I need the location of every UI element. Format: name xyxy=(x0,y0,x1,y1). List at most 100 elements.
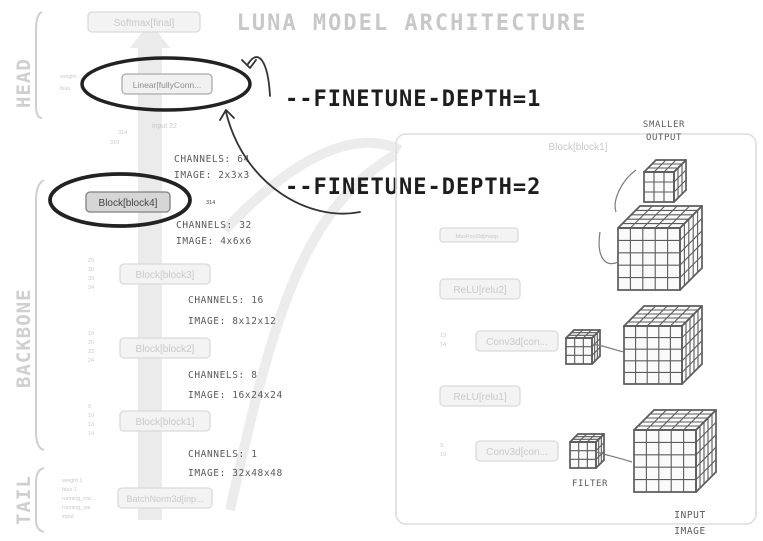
backbone-bracket xyxy=(35,179,45,451)
filter-label: FILTER xyxy=(572,479,608,489)
annotation-block3-out: CHANNELS: 32 IMAGE: 4x6x6 xyxy=(176,220,252,247)
input-image-label-line1: INPUT xyxy=(674,510,706,521)
conv1-label: Conv3d[con... xyxy=(486,447,548,458)
smaller-output-label-line1: SMALLER xyxy=(643,120,685,130)
svg-text:34: 34 xyxy=(88,285,94,291)
depth2-highlight xyxy=(48,172,192,228)
block1-label: Block[block1] xyxy=(136,417,195,428)
batchnorm-box xyxy=(117,487,213,509)
svg-text:13: 13 xyxy=(440,333,446,339)
svg-text:9: 9 xyxy=(88,404,91,410)
depth2-pointer-arrow-head xyxy=(219,109,235,121)
block-detail-panel xyxy=(395,133,757,525)
side-label-tail: TAIL xyxy=(13,475,35,525)
block4-label: Block[block4] xyxy=(99,198,158,209)
block2-label: Block[block2] xyxy=(136,344,195,355)
svg-text:IMAGE: 16x24x24: IMAGE: 16x24x24 xyxy=(188,390,283,401)
diagram-title: LUNA MODEL ARCHITECTURE xyxy=(237,11,588,36)
block2-port-labels: 19 20 23 24 xyxy=(88,331,94,364)
svg-text:14: 14 xyxy=(440,342,446,348)
conv2-box xyxy=(475,330,559,352)
sketch-flow-arrow xyxy=(591,343,625,353)
conv1-box xyxy=(475,440,559,462)
annotation-block2-out: CHANNELS: 16 IMAGE: 8x12x12 xyxy=(188,295,276,327)
svg-text:10: 10 xyxy=(440,452,446,458)
svg-text:20: 20 xyxy=(88,340,94,346)
dim-label: 316 xyxy=(110,140,119,146)
svg-text:input: input xyxy=(62,514,74,520)
depth1-pointer-arrow xyxy=(247,56,271,97)
svg-text:CHANNELS: 32: CHANNELS: 32 xyxy=(176,220,252,231)
sketch-flow-arrow xyxy=(598,231,619,265)
maxpool-box xyxy=(439,227,519,243)
inset-link-arrow-2 xyxy=(221,137,403,234)
svg-text:running_var: running_var xyxy=(62,505,91,511)
block4-box xyxy=(85,191,171,213)
block2-box xyxy=(119,337,211,359)
relu2-label: ReLU[relu2] xyxy=(453,285,507,296)
annotation-input: CHANNELS: 1 IMAGE: 32x48x48 xyxy=(188,449,283,479)
svg-text:10: 10 xyxy=(88,413,94,419)
side-label-head: HEAD xyxy=(13,58,35,108)
annotation-block4-out: CHANNELS: 64 IMAGE: 2x3x3 xyxy=(174,154,250,181)
svg-text:33: 33 xyxy=(88,276,94,282)
panel-title: Block[block1] xyxy=(549,142,608,153)
tail-bracket xyxy=(35,467,45,533)
linear-input-label: weight xyxy=(59,74,76,80)
conv-port-labels: 13 14 9 10 xyxy=(440,333,446,458)
head-bracket xyxy=(35,11,43,119)
svg-text:IMAGE: 2x3x3: IMAGE: 2x3x3 xyxy=(174,170,250,181)
svg-text:CHANNELS: 1: CHANNELS: 1 xyxy=(188,449,258,460)
svg-text:running_me...: running_me... xyxy=(62,496,96,502)
depth1-highlight xyxy=(80,56,252,112)
tensor-sketches xyxy=(565,159,717,493)
block3-label: Block[block3] xyxy=(136,270,195,281)
svg-text:CHANNELS: 8: CHANNELS: 8 xyxy=(188,370,258,381)
block3-box xyxy=(119,263,211,285)
svg-text:CHANNELS: 64: CHANNELS: 64 xyxy=(174,154,250,165)
block4-out-dim: 314 xyxy=(206,200,215,206)
relu1-box xyxy=(439,385,521,407)
annotation-block1-out: CHANNELS: 8 IMAGE: 16x24x24 xyxy=(188,370,283,401)
inset-link-arrow xyxy=(225,150,398,512)
data-flow-arrow-head xyxy=(130,22,170,48)
svg-text:30: 30 xyxy=(88,267,94,273)
sketch-flow-arrow xyxy=(595,451,633,463)
relu1-label: ReLU[relu1] xyxy=(453,392,507,403)
softmax-box xyxy=(87,11,201,33)
svg-text:IMAGE: 32x48x48: IMAGE: 32x48x48 xyxy=(188,468,283,479)
linear-input-label: bias xyxy=(60,86,70,92)
batchnorm-label: BatchNorm3d[inp... xyxy=(126,494,203,504)
svg-text:IMAGE: 4x6x6: IMAGE: 4x6x6 xyxy=(176,236,252,247)
svg-text:23: 23 xyxy=(88,349,94,355)
maxpool-label: MaxPool3d[maxp... xyxy=(455,234,503,240)
input-image-label-line2: IMAGE xyxy=(674,526,706,537)
svg-text:29: 29 xyxy=(88,258,94,264)
filter-sketch-upper xyxy=(565,329,601,365)
svg-text:bias.1: bias.1 xyxy=(62,487,77,493)
svg-text:24: 24 xyxy=(88,358,94,364)
block1-box xyxy=(119,410,211,432)
linear-label: Linear[fullyConn... xyxy=(133,80,202,90)
sketch-flow-arrow xyxy=(614,169,637,213)
svg-text:14: 14 xyxy=(88,431,94,437)
svg-text:IMAGE: 8x12x12: IMAGE: 8x12x12 xyxy=(188,316,276,327)
feature-map-sketch-upper xyxy=(617,205,703,291)
side-label-backbone: BACKBONE xyxy=(13,288,35,388)
svg-text:19: 19 xyxy=(88,331,94,337)
dim-label: 314 xyxy=(118,130,127,136)
output-tensor-sketch xyxy=(643,159,687,203)
finetune-depth-1-label: --FINETUNE-DEPTH=1 xyxy=(285,87,541,112)
relu2-box xyxy=(439,278,521,300)
block1-port-labels: 9 10 13 14 xyxy=(88,404,94,437)
input-label: input 22 xyxy=(152,123,177,130)
linear-box xyxy=(121,73,213,95)
filter-sketch-lower xyxy=(569,433,605,469)
smaller-output-label-line2: OUTPUT xyxy=(646,133,682,143)
svg-text:13: 13 xyxy=(88,422,94,428)
input-image-sketch xyxy=(633,409,717,493)
depth2-pointer-arrow xyxy=(225,111,361,215)
svg-text:9: 9 xyxy=(440,443,443,449)
